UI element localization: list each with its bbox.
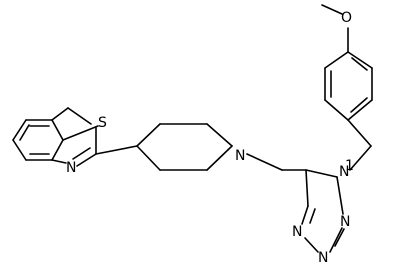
bond-double-inner xyxy=(334,228,345,247)
atom-label-o: O xyxy=(341,10,352,26)
atom-label-n2-tetrazole: N xyxy=(292,224,302,240)
atom-label-n3-tetrazole: N xyxy=(318,250,328,266)
bond xyxy=(51,139,64,161)
bond-double-inner xyxy=(350,97,368,113)
bond xyxy=(304,237,319,253)
bond-double-inner xyxy=(19,124,30,141)
atom-label-n-thiazole: N xyxy=(66,160,76,176)
bond xyxy=(67,107,92,125)
bond xyxy=(206,145,233,171)
atom-label-n1-tetrazole: N xyxy=(339,164,349,180)
bond xyxy=(246,153,283,171)
bond xyxy=(347,119,372,147)
bond xyxy=(305,169,309,207)
bond xyxy=(136,123,161,147)
bond xyxy=(12,139,27,161)
bond xyxy=(305,169,338,178)
bond xyxy=(51,119,64,141)
bond xyxy=(95,145,138,155)
bond xyxy=(349,145,372,171)
bond xyxy=(347,99,373,121)
bond-double-inner xyxy=(72,147,91,160)
bond-double-inner xyxy=(309,208,316,224)
bond xyxy=(206,123,233,147)
bond-double-inner xyxy=(351,57,368,71)
bond xyxy=(324,99,349,121)
bonds xyxy=(12,4,373,253)
bond xyxy=(51,159,67,164)
bond xyxy=(136,145,161,171)
atom-label-s: S xyxy=(98,115,107,131)
atom-labels: S N N N 1 N N N O xyxy=(66,10,354,266)
atom-locant-n1: 1 xyxy=(345,158,354,174)
bond xyxy=(12,119,27,141)
bond xyxy=(329,227,343,253)
bond xyxy=(76,153,97,167)
atom-label-n-piperidine: N xyxy=(235,148,245,164)
bond xyxy=(51,107,69,121)
bond xyxy=(336,176,344,215)
bond xyxy=(62,125,99,141)
bond xyxy=(321,4,343,15)
atom-label-n4-tetrazole: N xyxy=(340,214,350,230)
bond xyxy=(301,205,309,225)
bond xyxy=(347,51,373,69)
bond xyxy=(324,51,349,69)
